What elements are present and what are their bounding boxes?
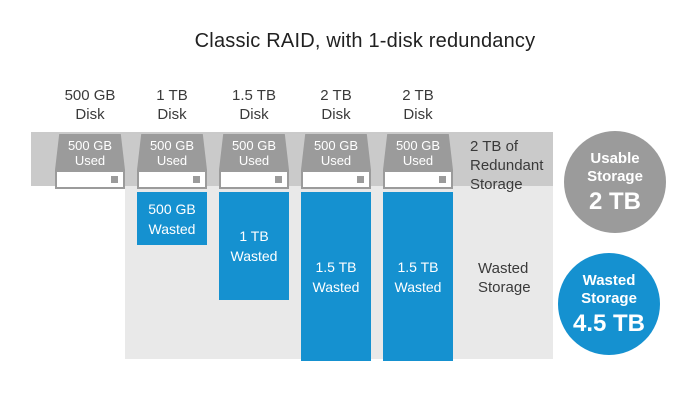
disk-icon: 500 GB Used <box>137 134 207 170</box>
wasted-storage-value: 4.5 TB <box>572 309 646 337</box>
disk-icon: 500 GB Used <box>383 134 453 170</box>
disk-column-3: 1.5 TB Disk 500 GB Used 1 TB Wasted <box>219 0 289 408</box>
disk-drive-face <box>219 170 289 189</box>
disk-led-icon <box>193 176 200 183</box>
disk-size-label: 500 GB Disk <box>64 87 116 123</box>
wasted-bar: 500 GB Wasted <box>137 192 207 245</box>
diagram-title: Classic RAID, with 1-disk redundancy <box>194 30 536 52</box>
disk-led-icon <box>439 176 446 183</box>
disk-size-label: 1.5 TB Disk <box>232 87 276 123</box>
wasted-storage-note: Wasted Storage <box>478 260 531 296</box>
disk-size-label: 2 TB Disk <box>320 87 352 123</box>
disk-icon: 500 GB Used <box>55 134 125 170</box>
usable-storage-value: 2 TB <box>588 187 641 215</box>
redundant-storage-note: 2 TB of Redundant Storage <box>470 138 544 193</box>
disk-led-icon <box>357 176 364 183</box>
wasted-bar: 1 TB Wasted <box>219 192 289 300</box>
disk-led-icon <box>275 176 282 183</box>
wasted-bar: 1.5 TB Wasted <box>383 192 453 361</box>
disk-drive-face <box>55 170 125 189</box>
disk-size-label: 2 TB Disk <box>402 87 434 123</box>
disk-icon: 500 GB Used <box>219 134 289 170</box>
disk-drive-face <box>383 170 453 189</box>
disk-drive-face <box>301 170 371 189</box>
disk-column-2: 1 TB Disk 500 GB Used 500 GB Wasted <box>137 0 207 408</box>
disk-led-icon <box>111 176 118 183</box>
usable-storage-badge: Usable Storage 2 TB <box>564 131 666 233</box>
wasted-bar: 1.5 TB Wasted <box>301 192 371 361</box>
disk-column-4: 2 TB Disk 500 GB Used 1.5 TB Wasted <box>301 0 371 408</box>
disk-size-label: 1 TB Disk <box>156 87 188 123</box>
wasted-storage-badge: Wasted Storage 4.5 TB <box>558 253 660 355</box>
disk-column-5: 2 TB Disk 500 GB Used 1.5 TB Wasted <box>383 0 453 408</box>
disk-icon: 500 GB Used <box>301 134 371 170</box>
disk-drive-face <box>137 170 207 189</box>
disk-column-1: 500 GB Disk 500 GB Used <box>55 0 125 408</box>
